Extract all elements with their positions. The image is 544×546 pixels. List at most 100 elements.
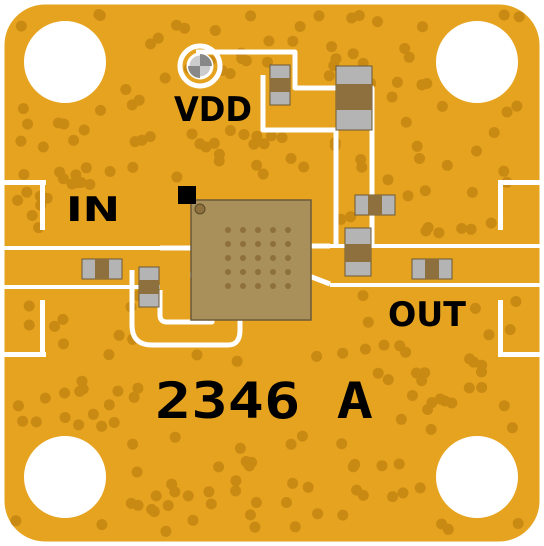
via-dot <box>298 161 310 173</box>
via-dot <box>96 420 108 432</box>
via-dot <box>73 419 85 431</box>
via-dot <box>417 21 428 33</box>
via-dot <box>209 25 221 36</box>
thermal-via <box>255 255 261 261</box>
label-part-number: 2346 A <box>155 372 373 430</box>
via-dot <box>230 475 242 487</box>
via-dot <box>287 477 299 489</box>
thermal-via <box>285 255 291 261</box>
via-dot <box>200 141 212 153</box>
via-dot <box>127 161 139 173</box>
capacitor-bias <box>344 227 372 277</box>
via-dot <box>108 417 120 428</box>
via-dot <box>347 461 359 473</box>
via-dot <box>21 186 33 198</box>
via-dot <box>419 185 431 197</box>
thermal-via <box>255 227 261 233</box>
via-dot <box>150 490 162 502</box>
via-dot <box>162 500 174 511</box>
resistor-bias <box>354 194 396 216</box>
via-dot <box>152 32 164 44</box>
via-dot <box>59 412 71 423</box>
via-dot <box>312 508 324 520</box>
via-dot <box>103 399 115 411</box>
via-dot <box>362 316 374 328</box>
via-dot <box>112 385 124 397</box>
via-dot <box>248 138 260 150</box>
via-dot <box>49 320 60 332</box>
thermal-via <box>240 227 246 233</box>
via-dot <box>476 382 488 393</box>
via-dot <box>376 460 388 472</box>
via-dot <box>133 94 145 106</box>
thermal-via <box>270 283 276 289</box>
via-dot <box>433 227 445 239</box>
capacitor-vdd-small <box>269 64 291 106</box>
via-dot <box>95 104 106 116</box>
thermal-via <box>225 227 231 233</box>
via-dot <box>231 355 243 367</box>
via-dot <box>281 497 292 508</box>
capacitor-output <box>411 258 453 280</box>
thermal-via <box>285 269 291 275</box>
via-dot <box>287 35 299 47</box>
via-dot <box>403 51 415 63</box>
thermal-via <box>225 283 231 289</box>
via-dot <box>12 194 24 206</box>
via-dot <box>213 461 225 473</box>
via-dot <box>504 324 516 336</box>
edge-gaps <box>0 180 544 357</box>
thermal-via <box>225 269 231 275</box>
via-dot <box>26 210 38 221</box>
via-dot <box>224 125 236 136</box>
via-dot <box>224 68 236 80</box>
via-dot <box>345 211 357 223</box>
via-dot <box>84 179 96 190</box>
via-dot <box>337 347 349 359</box>
via-dot <box>394 340 406 352</box>
via-dot <box>59 387 71 399</box>
via-dot <box>230 485 242 497</box>
via-dot <box>399 43 411 54</box>
via-dot <box>422 404 434 415</box>
via-dot <box>23 300 35 312</box>
via-dot <box>179 22 191 34</box>
via-dot <box>414 482 426 494</box>
via-dot <box>245 509 256 521</box>
via-dot <box>104 166 116 177</box>
via-dot <box>488 127 500 138</box>
thermal-via <box>240 269 246 275</box>
via-dot <box>439 395 451 407</box>
via-dot <box>372 367 384 379</box>
via-dot <box>203 486 215 498</box>
via-dot <box>359 343 371 355</box>
thermal-via <box>270 241 276 247</box>
via-dot <box>213 148 225 160</box>
capacitor-input <box>81 258 123 280</box>
via-dot <box>80 162 92 174</box>
via-dot <box>498 400 510 412</box>
via-dot <box>485 217 497 229</box>
thermal-via <box>240 241 246 247</box>
via-dot <box>127 438 139 450</box>
chip-pin1-dot <box>194 203 206 215</box>
via-dot <box>378 339 390 351</box>
via-dot <box>169 486 181 498</box>
via-dot <box>406 390 418 401</box>
vdd-bias-trace <box>177 43 375 246</box>
via-dot <box>125 497 137 509</box>
mounting-hole-bottom-left <box>24 436 106 518</box>
via-dot <box>30 416 42 428</box>
vdd-pad <box>186 52 214 80</box>
via-dot <box>39 392 51 404</box>
via-dot <box>187 514 199 526</box>
thermal-via <box>255 241 261 247</box>
via-dot <box>12 400 24 412</box>
via-dot <box>436 100 448 112</box>
via-dot <box>58 338 69 350</box>
via-dot <box>10 515 22 527</box>
thermal-via <box>255 283 261 289</box>
capacitor-input-shunt <box>138 266 160 308</box>
via-dot <box>313 10 325 22</box>
